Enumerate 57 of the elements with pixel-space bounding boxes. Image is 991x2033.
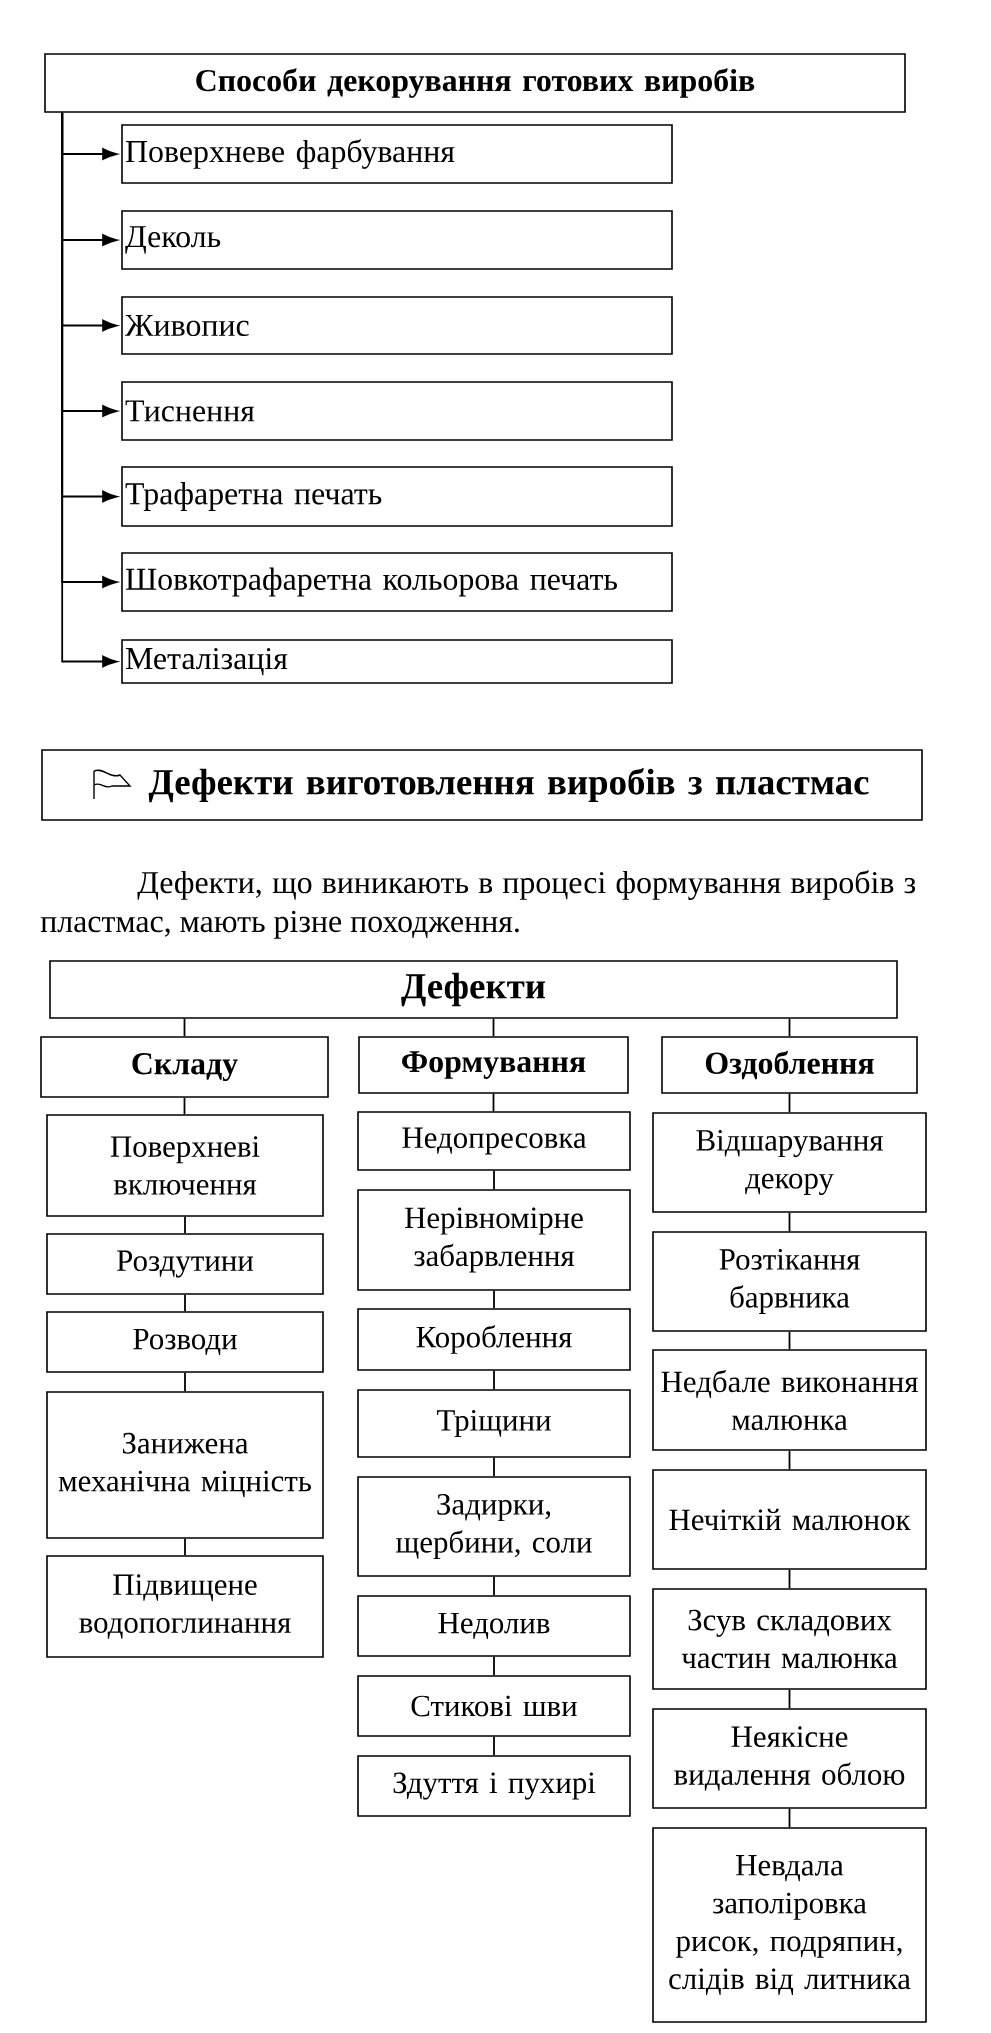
category-box: Складу <box>40 1036 329 1098</box>
defect-box: Здуття і пухирі <box>357 1755 631 1817</box>
connector-line <box>183 1017 186 1038</box>
defect-box: Підвищене водопоглинання <box>46 1555 324 1658</box>
connector-line <box>493 1655 495 1677</box>
connector-line <box>493 1169 495 1191</box>
connector-line <box>493 1289 495 1310</box>
defect-box: Невдала заполіровка рисок, подряпин, слідів від литника <box>652 1827 927 2023</box>
defect-box: Роздутини <box>46 1233 324 1295</box>
defect-box: Нечіткій малюнок <box>652 1469 927 1570</box>
connector-line <box>184 1215 186 1235</box>
connector-line <box>788 1330 791 1351</box>
defect-box: Розтікання барвника <box>652 1231 927 1332</box>
connector-line <box>788 1688 791 1710</box>
defect-box: Відшарування декору <box>652 1112 927 1213</box>
defect-box: Нерівномірне забарвлення <box>357 1189 631 1291</box>
section-heading-box: Дефекти виготовлення виробів з пластмас <box>41 749 923 821</box>
defect-box: Недопресовка <box>357 1111 631 1171</box>
connector-line <box>183 1096 186 1116</box>
connector-line <box>493 1735 495 1757</box>
method-box: Металізація <box>121 639 673 684</box>
category-box: Оздоблення <box>661 1036 918 1094</box>
defect-box: Тріщини <box>357 1389 631 1458</box>
defect-box: Неякісне видалення облою <box>652 1708 927 1809</box>
defect-box: Недбале виконання малюнка <box>652 1349 927 1451</box>
defect-box: Задирки, щербини, соли <box>357 1476 631 1577</box>
connector-line <box>788 1211 791 1233</box>
paragraph: Дефекти, що виникають в процесі формування виробів з пластмас, мають різне походження. <box>40 870 916 939</box>
connector-line <box>788 1568 791 1590</box>
defect-box: Недолив <box>357 1595 631 1657</box>
method-box: Шовкотрафаретна кольорова печать <box>121 552 673 612</box>
category-box: Формування <box>358 1036 629 1094</box>
connector-line <box>492 1092 495 1113</box>
connector-line <box>493 1456 495 1478</box>
connector-line <box>184 1293 186 1313</box>
defect-box: Зсув складових частин малюнка <box>652 1588 927 1690</box>
connector-line <box>184 1537 186 1557</box>
defect-box: Розводи <box>46 1311 324 1373</box>
connector-line <box>788 1449 791 1471</box>
root-box: Дефекти <box>49 960 898 1019</box>
defect-box: Стикові шви <box>357 1675 631 1737</box>
connector-line <box>492 1017 495 1038</box>
method-box: Деколь <box>121 210 673 270</box>
connector-line <box>788 1017 791 1038</box>
defect-box: Поверхневі включення <box>46 1114 324 1217</box>
method-box: Трафаретна печать <box>121 466 673 527</box>
connector-line <box>184 1371 186 1393</box>
defect-box: Короблення <box>357 1308 631 1371</box>
method-box: Поверхневе фарбування <box>121 124 673 184</box>
heading-box: Способи декорування готових виробів <box>44 53 906 113</box>
connector-line <box>788 1092 791 1114</box>
connector-line <box>493 1575 495 1597</box>
connector-line <box>788 1807 791 1829</box>
method-box: Тиснення <box>121 381 673 441</box>
method-box: Живопис <box>121 296 673 355</box>
connector-line <box>493 1369 495 1391</box>
defect-box: Занижена механічна міцність <box>46 1391 324 1539</box>
